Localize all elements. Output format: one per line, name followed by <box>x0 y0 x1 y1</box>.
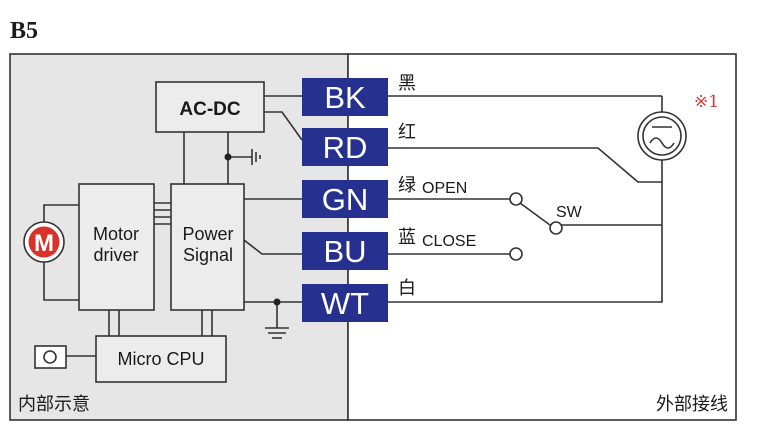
diagram-title: B5 <box>10 18 38 44</box>
switch-contact-common <box>549 221 563 235</box>
terminal-bu-code: BU <box>323 234 366 269</box>
signal-close-label: CLOSE <box>422 233 476 250</box>
junction-dot-wt <box>273 298 281 306</box>
micro-cpu-label: Micro CPU <box>117 349 204 369</box>
motor-driver-block <box>78 183 155 311</box>
terminal-bk-code: BK <box>324 80 366 115</box>
switch-label: SW <box>556 204 583 221</box>
terminal-rd: RD <box>302 128 388 166</box>
wire-color-wt: 白 <box>398 278 416 299</box>
power-signal-label-line1: Power <box>182 224 233 244</box>
internal-wiring <box>43 95 303 357</box>
terminal-bk: BK <box>302 78 388 116</box>
encoder-icon <box>34 345 67 369</box>
switch-contact-open <box>509 192 523 206</box>
note-mark: ※1 <box>694 92 719 112</box>
terminal-gn-code: GN <box>322 182 369 217</box>
terminal-bu: BU <box>302 232 388 270</box>
internal-panel-label: 内部示意 <box>18 394 90 415</box>
motor-symbol: M <box>34 230 54 257</box>
acdc-block <box>155 81 265 133</box>
wire-color-rd: 红 <box>398 122 416 143</box>
wire-color-bu: 蓝 <box>398 227 416 248</box>
switch-contact-close <box>509 247 523 261</box>
motor-icon: M <box>23 221 65 263</box>
signal-open-label: OPEN <box>422 180 467 197</box>
terminal-wt: WT <box>302 284 388 322</box>
external-wiring <box>388 95 663 303</box>
acdc-label: AC-DC <box>179 99 240 120</box>
terminal-gn: GN <box>302 180 388 218</box>
wire-color-gn: 绿 <box>398 175 416 196</box>
ac-source-icon <box>637 111 687 161</box>
junction-dot-acdc <box>224 153 232 161</box>
motor-driver-label-line2: driver <box>93 245 138 265</box>
terminal-wt-code: WT <box>321 286 369 321</box>
micro-cpu-block <box>95 335 227 383</box>
motor-driver-label-line1: Motor <box>93 224 139 244</box>
power-signal-block <box>170 183 245 311</box>
power-signal-label-line2: Signal <box>183 245 233 265</box>
terminal-rd-code: RD <box>323 130 368 165</box>
external-panel-label: 外部接线 <box>656 394 728 415</box>
wire-color-bk: 黑 <box>398 73 416 94</box>
